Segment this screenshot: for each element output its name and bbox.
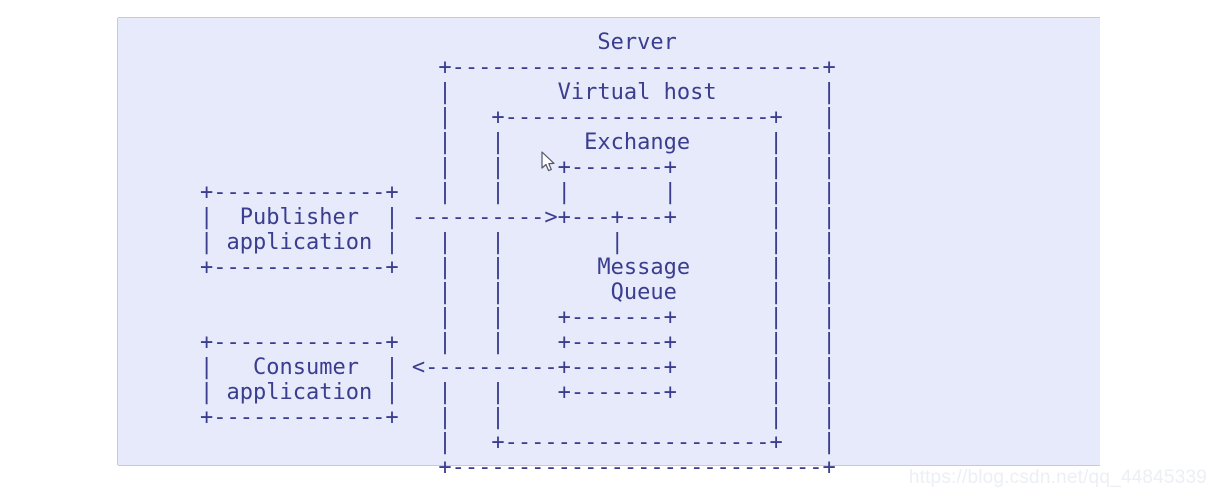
csdn-watermark: https://blog.csdn.net/qq_44845339 xyxy=(908,467,1207,488)
diagram-panel: Server +----------------------------+ | … xyxy=(118,18,1100,480)
ascii-architecture-diagram: Server +----------------------------+ | … xyxy=(200,30,836,480)
